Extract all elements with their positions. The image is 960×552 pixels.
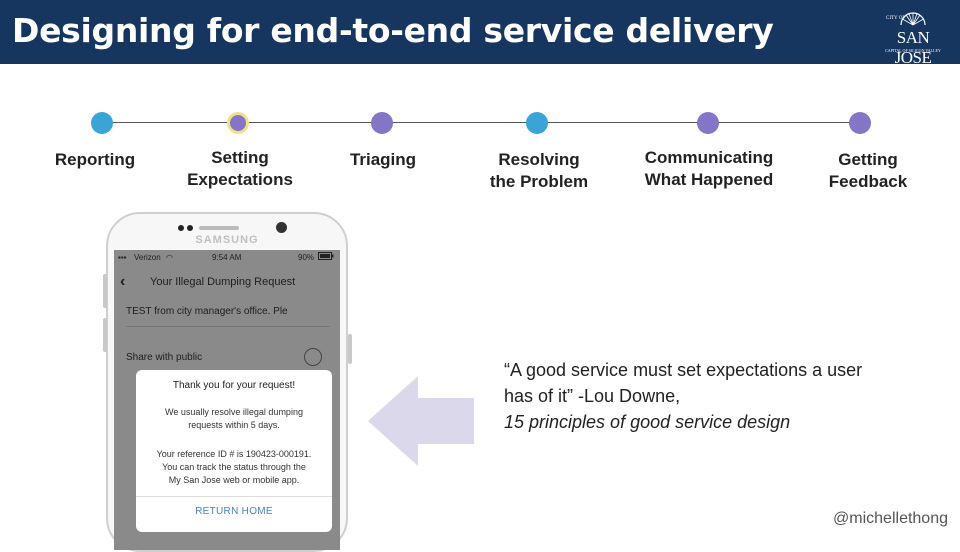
phone-brand: SAMSUNG [195,234,259,246]
stage-label-line: Feedback [828,172,908,191]
battery-icon [318,252,334,262]
share-label: Share with public [126,352,203,363]
stage-label-resolving: Resolving the Problem [454,149,624,193]
modal-body-line: requests within 5 days. [188,420,280,430]
phone-sensor [178,225,184,231]
phone-camera [276,222,287,233]
battery-level: 90% [298,253,315,262]
title-bar: Designing for end-to-end service deliver… [0,0,960,67]
stage-label-feedback: Getting Feedback [783,149,953,193]
nav-title: Your Illegal Dumping Request [150,276,296,288]
stage-label-triaging: Triaging [298,149,468,171]
san-jose-logo: CITY OF SAN JOSE CAPITAL OF SILICON VALL… [880,10,946,67]
stage-label-reporting: Reporting [10,149,180,171]
status-bar: ▪▪▪ Verizon ◠ 9:54 AM 90% [114,250,340,264]
timeline-dot-resolving [526,112,548,134]
slide-title: Designing for end-to-end service deliver… [12,11,774,50]
left-arrow-icon [368,376,474,466]
quote-text-line: “A good service must set expectations a … [504,360,863,380]
stage-label-line: Setting [211,148,269,167]
phone-screen: ▪▪▪ Verizon ◠ 9:54 AM 90% ‹ Your Illegal… [114,250,340,550]
carrier: Verizon [134,253,161,262]
modal-reference-line: Your reference ID # is 190423-000191. [156,449,312,459]
share-toggle[interactable] [304,348,322,366]
quote-block: “A good service must set expectations a … [504,357,944,435]
back-chevron-icon[interactable]: ‹ [120,273,126,290]
stage-label-line: Getting [838,150,898,169]
wifi-icon: ◠ [166,253,173,262]
signal-icon: ▪▪▪ [118,253,127,262]
confirmation-modal: Thank you for your request! We usually r… [136,370,332,532]
stage-label-line: Resolving [498,150,580,169]
nav-bar: ‹ Your Illegal Dumping Request [114,270,340,300]
logo-city-of: CITY OF [886,16,906,21]
modal-reference-line: My San Jose web or mobile app. [168,475,300,485]
phone-side-button [348,334,352,364]
phone-sensor [187,225,193,231]
phone-side-button [103,274,107,308]
stage-label-line: What Happened [644,170,774,189]
timeline-dot-reporting [91,112,113,134]
stage-label-line: the Problem [489,172,589,191]
modal-reference-line: You can track the status through the [162,462,306,472]
description-preview: TEST from city manager's office. Ple [126,306,288,317]
phone-speaker [199,226,239,230]
return-home-button[interactable]: RETURN HOME [195,506,273,517]
logo-tagline: CAPITAL OF SILICON VALLEY [885,48,941,53]
timeline-dot-triaging [371,112,393,134]
timeline-dot-feedback [849,112,871,134]
stage-label-line: Reporting [54,150,136,169]
timeline-dot-setting-expectations [227,112,249,134]
logo-name: SAN JOSE [894,28,932,67]
modal-divider [136,496,332,497]
timeline-dot-communicating [697,112,719,134]
stage-label-communicating: Communicating What Happened [624,147,794,191]
time: 9:54 AM [212,253,242,262]
twitter-handle: @michellethong [833,510,948,527]
phone-mockup: SAMSUNG ▪▪▪ Verizon ◠ 9:54 AM 90% ‹ Your… [103,212,352,552]
quote-text-line: has of it” -Lou Downe, [504,386,681,406]
modal-body-line: We usually resolve illegal dumping [165,407,303,417]
stage-label-line: Communicating [644,148,774,167]
modal-title: Thank you for your request! [172,380,296,391]
modal-body: We usually resolve illegal dumping reque… [136,406,332,432]
divider [126,326,330,327]
stage-label-setting-expectations: Setting Expectations [155,147,325,191]
phone-side-button [103,318,107,352]
modal-reference: Your reference ID # is 190423-000191. Yo… [136,448,332,487]
stage-label-line: Expectations [187,170,293,189]
sunburst-icon [900,12,926,26]
quote-source: 15 principles of good service design [504,412,791,432]
stage-label-line: Triaging [349,150,417,169]
timeline-line [102,122,860,123]
